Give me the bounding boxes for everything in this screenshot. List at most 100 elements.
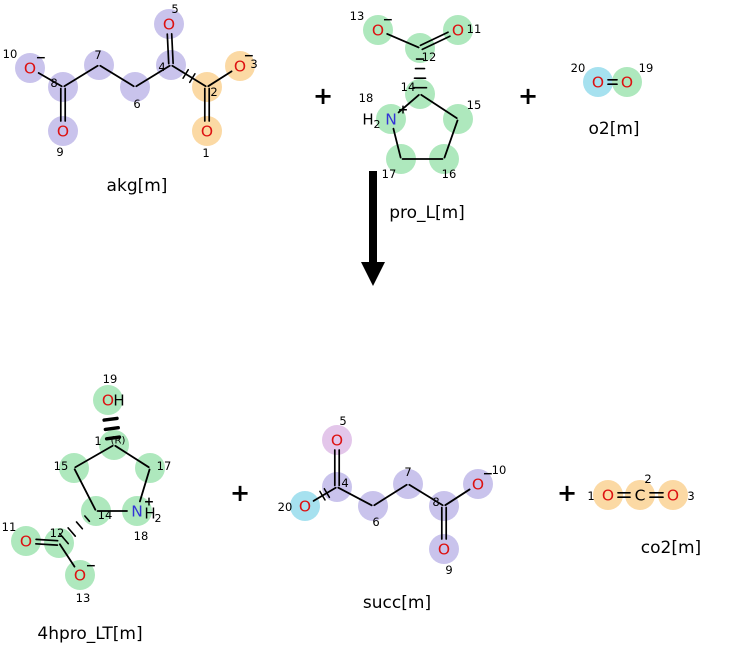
atom-highlight-4hpro_LT-17 [135, 453, 165, 483]
molecule-label-succ: succ[m] [362, 593, 432, 613]
atom-number: 6 [372, 515, 379, 529]
bond-single [37, 72, 63, 88]
atom-number: 8 [50, 76, 57, 90]
bond-single [63, 64, 99, 88]
atom-number: 17 [157, 459, 172, 473]
bond-single [337, 486, 373, 507]
molecule-label-akg: akg[m] [106, 176, 168, 196]
atom-highlight-co2-1 [593, 480, 623, 510]
atom-number: 1 [587, 489, 594, 503]
atom-symbol-N: N [131, 502, 143, 520]
atom-number: 6 [133, 97, 140, 111]
bond-single [171, 64, 207, 88]
atom-number: 19 [639, 61, 654, 75]
reacting-center-mark [188, 73, 196, 84]
atom-charge: + [144, 493, 154, 508]
bond-double [34, 542, 59, 546]
atom-number: 10 [492, 463, 507, 477]
reacting-center-mark [182, 68, 190, 79]
atom-number: 4 [341, 476, 348, 490]
hash-wedge-tick [84, 515, 91, 523]
arrow-head [361, 262, 385, 286]
atom-highlight-pro_L-16 [429, 144, 459, 174]
bond-double [421, 35, 451, 51]
bond-double [419, 31, 449, 47]
atom-number: 10 [3, 47, 18, 61]
atom-symbol-O: O [592, 73, 604, 91]
bond-single [73, 468, 97, 511]
molecule-label-4hpro-lt: 4hpro_LT[m] [37, 624, 143, 644]
hash-wedge-tick [75, 521, 84, 530]
bond-single [392, 127, 402, 159]
bond-double [166, 33, 170, 65]
hash-wedge-tick [58, 532, 70, 545]
plus-sign-1: + [312, 82, 334, 110]
atom-number: 20 [571, 61, 586, 75]
atom-highlight-succ-20 [290, 491, 320, 521]
atom-highlight-succ-8 [429, 491, 459, 521]
atom-symbol-O: O [20, 532, 32, 550]
reacting-center-mark [323, 487, 331, 499]
plus-sign-2: + [517, 82, 539, 110]
bond-single [207, 70, 233, 88]
bold-hash-tick [103, 426, 120, 432]
atom-number: 12 [422, 50, 437, 64]
atom-number: 13 [76, 591, 91, 605]
bond-single [58, 543, 76, 568]
atom-number: 8 [432, 495, 439, 509]
atom-highlight-akg-3 [225, 51, 255, 81]
reaction-arrow [361, 171, 385, 286]
atom-highlight-pro_L-13 [363, 15, 393, 45]
atom-extra-label: H [362, 110, 373, 128]
atom-highlight-4hpro_LT-14 [81, 496, 111, 526]
atom-charge: + [398, 101, 408, 116]
atom-number: 14 [401, 80, 416, 94]
atom-number: 3 [250, 57, 257, 71]
atom-highlight-akg-7 [84, 50, 114, 80]
atom-highlight-4hpro_LT-11 [11, 526, 41, 556]
atom-highlight-akg-8 [48, 72, 78, 102]
atom-extra-label: 2 [155, 512, 162, 525]
atom-number: 15 [54, 459, 69, 473]
atom-highlight-pro_L-17 [386, 144, 416, 174]
bond-double [35, 538, 59, 542]
bond-single [74, 444, 114, 469]
atom-highlight-akg-1 [192, 116, 222, 146]
atom-number: 1 [94, 434, 101, 448]
atom-symbol-O: O [201, 122, 213, 140]
atom-number: 15 [467, 98, 482, 112]
atom-symbol-O: O [299, 497, 311, 515]
molecule-label-o2: o2[m] [588, 119, 640, 139]
bond-double [170, 33, 174, 65]
atom-number: 7 [404, 465, 411, 479]
bold-hash-tick [102, 416, 119, 422]
atom-charge: − [383, 11, 393, 26]
atom-symbol-C: C [635, 486, 646, 504]
atom-highlight-pro_L-11 [443, 15, 473, 45]
atom-extra-label: H [144, 504, 155, 522]
bond-single [99, 64, 135, 88]
atom-highlight-succ-10 [463, 469, 493, 499]
bond-single [420, 93, 458, 120]
bond-single [138, 468, 151, 503]
atom-charge: − [483, 465, 493, 480]
bold-hash-tick [104, 435, 122, 441]
bond-single [443, 119, 459, 159]
atom-highlight-akg-4 [156, 50, 186, 80]
bond-single [312, 486, 337, 502]
atom-highlight-succ-5 [322, 425, 352, 455]
atom-number: 19 [103, 372, 118, 386]
atom-number: 9 [56, 145, 63, 159]
atom-symbol-O: O [24, 59, 36, 77]
atom-number: 13 [350, 9, 365, 23]
atom-number: 4 [158, 60, 165, 74]
atom-symbol-O: O [452, 21, 464, 39]
bond-single [408, 483, 444, 507]
atom-highlight-4hpro_LT-19 [93, 385, 123, 415]
atom-highlight-akg-5 [154, 9, 184, 39]
atom-number: 5 [171, 2, 178, 16]
